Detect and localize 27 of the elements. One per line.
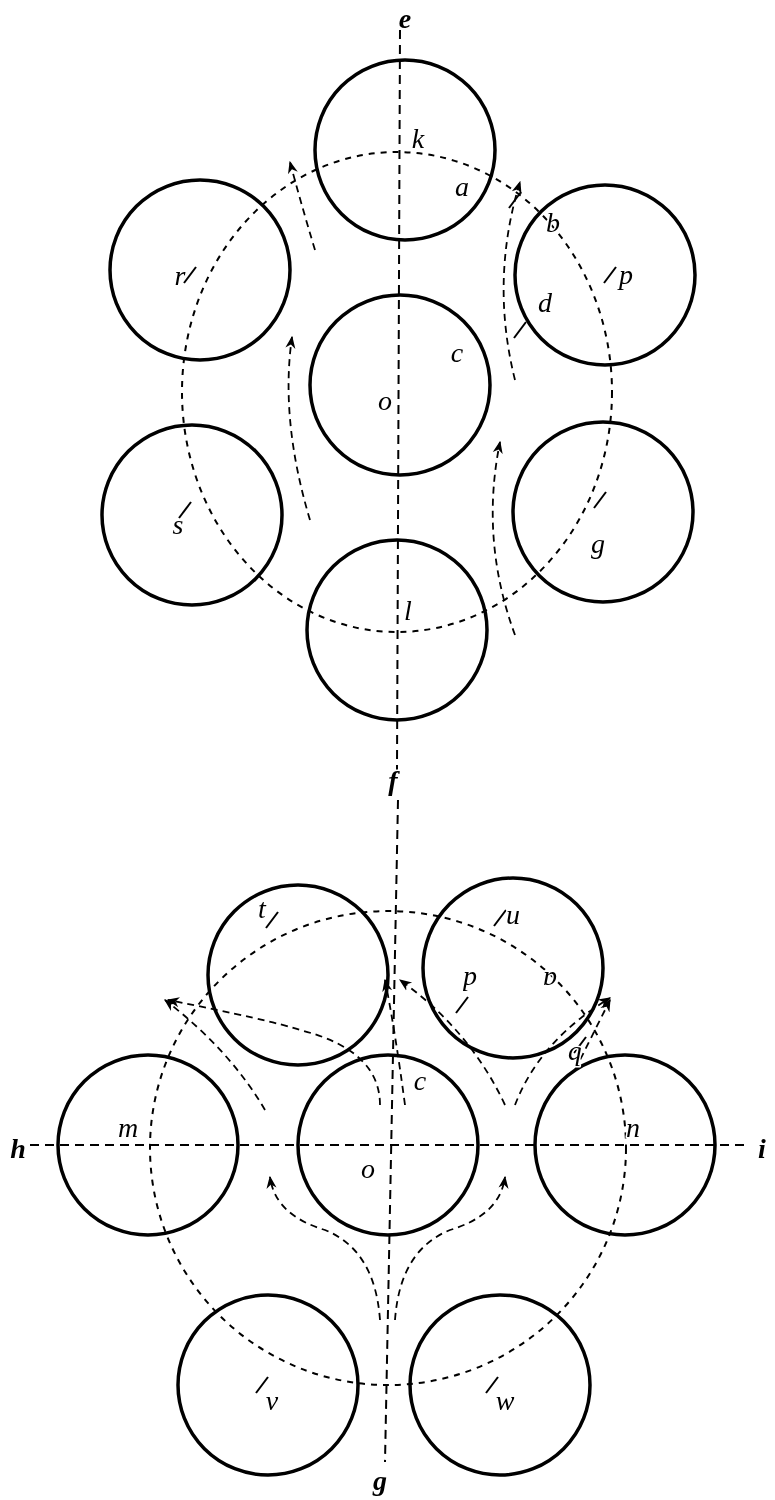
point-letter: f bbox=[388, 765, 398, 796]
point-letter: v bbox=[265, 1385, 279, 1416]
point-letter: a bbox=[455, 171, 469, 202]
point-letter: g bbox=[373, 1465, 387, 1496]
point-letter: n bbox=[626, 1112, 640, 1143]
point-letter: p bbox=[619, 259, 633, 290]
point-letter: u bbox=[506, 899, 520, 930]
point-letter: o bbox=[361, 1153, 375, 1184]
point-letter: t bbox=[258, 893, 266, 924]
point-letter: h bbox=[10, 1133, 26, 1164]
point-letter: a bbox=[543, 966, 557, 997]
point-letter: s bbox=[172, 509, 184, 540]
point-letter: c bbox=[413, 1065, 427, 1096]
point-letter: m bbox=[117, 1112, 139, 1143]
point-letter: c bbox=[450, 337, 464, 368]
point-letter: d bbox=[463, 966, 477, 997]
point-letter: i bbox=[758, 1133, 766, 1164]
point-letter: r bbox=[174, 260, 186, 291]
point-letter: e bbox=[398, 3, 412, 34]
point-letter: b bbox=[546, 207, 560, 238]
point-letter: d bbox=[538, 287, 552, 318]
point-letter: g bbox=[591, 528, 605, 559]
point-letter: b bbox=[568, 1041, 582, 1072]
point-letter: k bbox=[411, 123, 425, 154]
point-letter: w bbox=[495, 1385, 515, 1416]
point-letter: o bbox=[378, 385, 392, 416]
point-letter: l bbox=[404, 595, 412, 626]
